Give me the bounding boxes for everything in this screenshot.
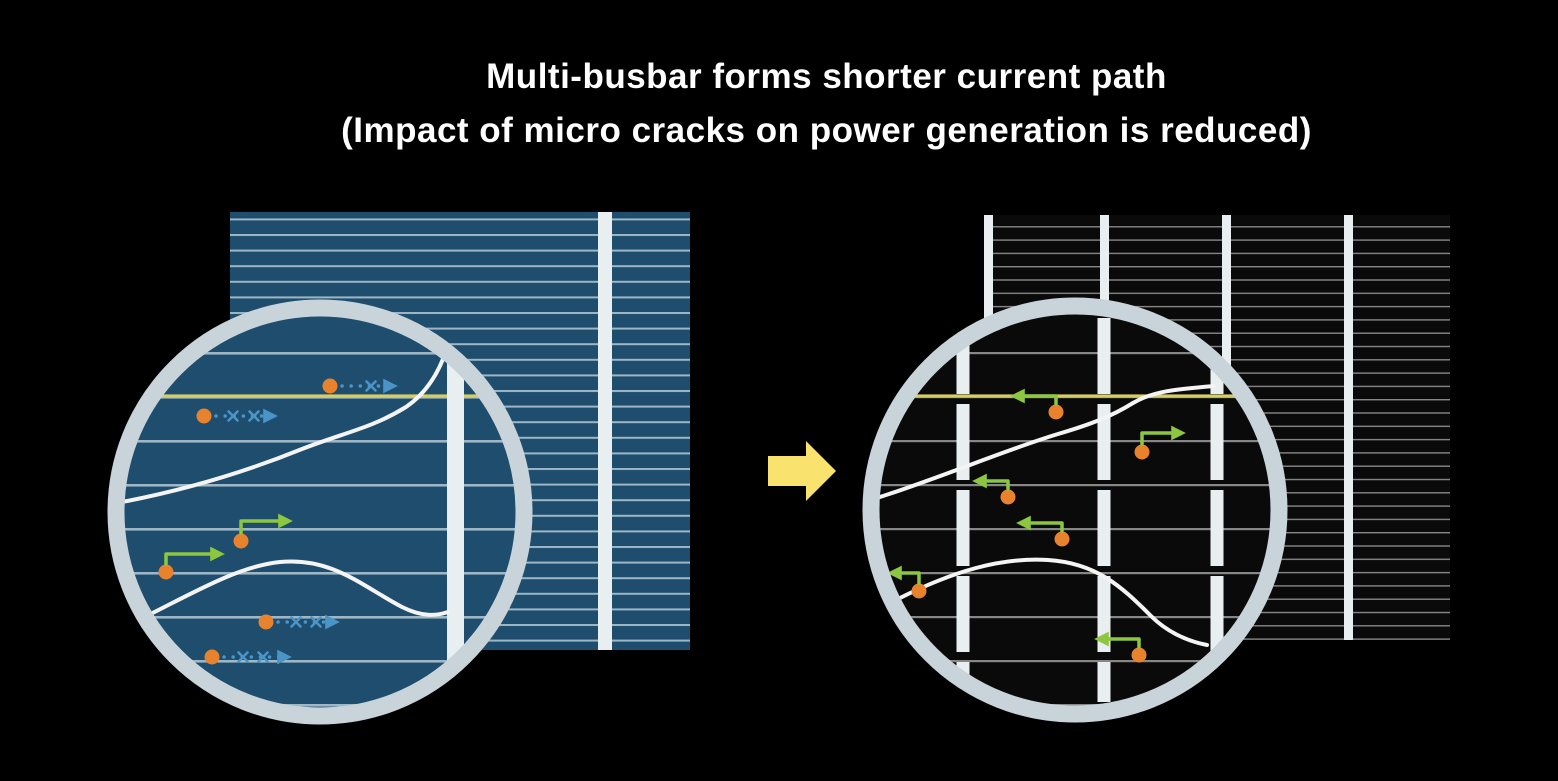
short-current-path [239, 513, 293, 535]
highlighted-finger-line [124, 394, 516, 398]
micro-cracks [124, 346, 450, 630]
busbar [1344, 215, 1353, 640]
highlighted-finger-line [879, 394, 1271, 398]
current-dot [1054, 531, 1070, 547]
micro-crack [124, 559, 450, 630]
micro-crack [898, 557, 1209, 647]
micro-cracks [879, 384, 1216, 647]
title-line-1: Multi-busbar forms shorter current path [486, 57, 1167, 96]
short-current-paths [887, 388, 1186, 663]
long-current-paths [196, 378, 398, 665]
current-dot [1000, 489, 1016, 505]
transition-arrow-icon [768, 441, 836, 501]
current-dot [158, 564, 174, 580]
busbar-magnified [447, 316, 464, 708]
current-dot [322, 378, 338, 394]
current-dot [196, 408, 212, 424]
busbar [598, 212, 612, 650]
current-dot [911, 583, 927, 599]
conventional-magnifier [107, 299, 533, 725]
short-current-path [972, 473, 1010, 491]
short-current-paths [158, 513, 293, 580]
diagram-title: Multi-busbar forms shorter current path … [0, 50, 1558, 159]
short-current-path [1016, 515, 1064, 533]
current-dot [204, 649, 220, 665]
magnifier-ring [862, 297, 1288, 723]
micro-crack [124, 346, 449, 504]
multi-busbar-magnifier-view [879, 314, 1271, 706]
current-dot [1131, 647, 1147, 663]
conventional-magnifier-view [124, 316, 516, 708]
finger-lines-magnified [879, 314, 1271, 706]
current-dot [1134, 444, 1150, 460]
short-current-path [887, 565, 921, 585]
current-dot [233, 533, 249, 549]
multi-busbar-magnifier [862, 297, 1288, 723]
current-dot [258, 614, 274, 630]
micro-crack [879, 384, 1216, 499]
current-dot [1048, 404, 1064, 420]
title-line-2: (Impact of micro cracks on power generat… [341, 111, 1312, 151]
short-current-path [1140, 425, 1186, 446]
short-current-path [164, 546, 225, 566]
short-current-path [1010, 388, 1058, 406]
short-current-path [1094, 631, 1141, 649]
magnifier-ring [107, 299, 533, 725]
